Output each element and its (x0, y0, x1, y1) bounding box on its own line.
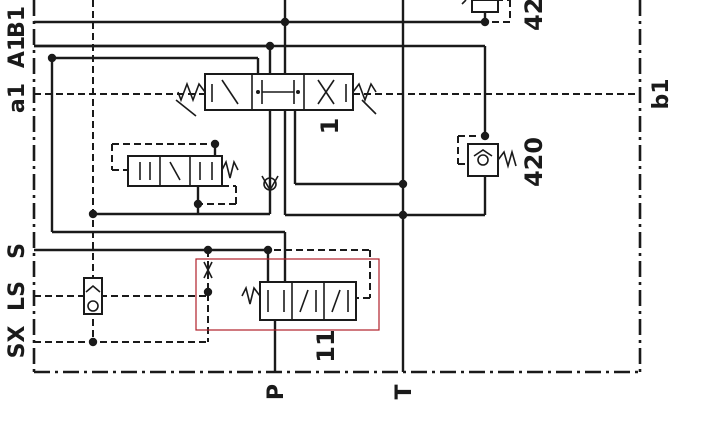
port-label-a1-upper: A1 (5, 36, 30, 68)
port-lines (34, 20, 487, 290)
port-label-p: P (264, 384, 289, 400)
directional-valve-1 (175, 73, 377, 117)
check-valve-mid (261, 175, 279, 192)
port-label-b1-right: b1 (649, 78, 674, 109)
valve-block-secondary (127, 155, 239, 187)
component-label-11: 11 (312, 329, 340, 362)
component-label-420-top: 420 (520, 0, 548, 31)
port-label-ls: LS (5, 281, 30, 311)
port-label-t: T (392, 384, 417, 399)
port-label-b1: B1 (5, 6, 30, 38)
highlight-box (195, 258, 380, 331)
port-label-sx: SX (5, 326, 30, 359)
port-label-a1-lower: a1 (5, 83, 30, 113)
junction-dots (47, 17, 490, 347)
left-port-labels: B1 A1 a1 S LS SX (5, 6, 30, 358)
boundary-frame (32, 0, 642, 374)
component-label-420: 420 (520, 137, 548, 187)
check-valve-420-top (461, 0, 499, 13)
shuttle-valve-ls (83, 277, 103, 315)
directional-valve-11 (203, 261, 357, 321)
port-label-s: S (5, 243, 30, 259)
check-valve-420 (467, 143, 517, 177)
component-label-1: 1 (316, 118, 344, 135)
